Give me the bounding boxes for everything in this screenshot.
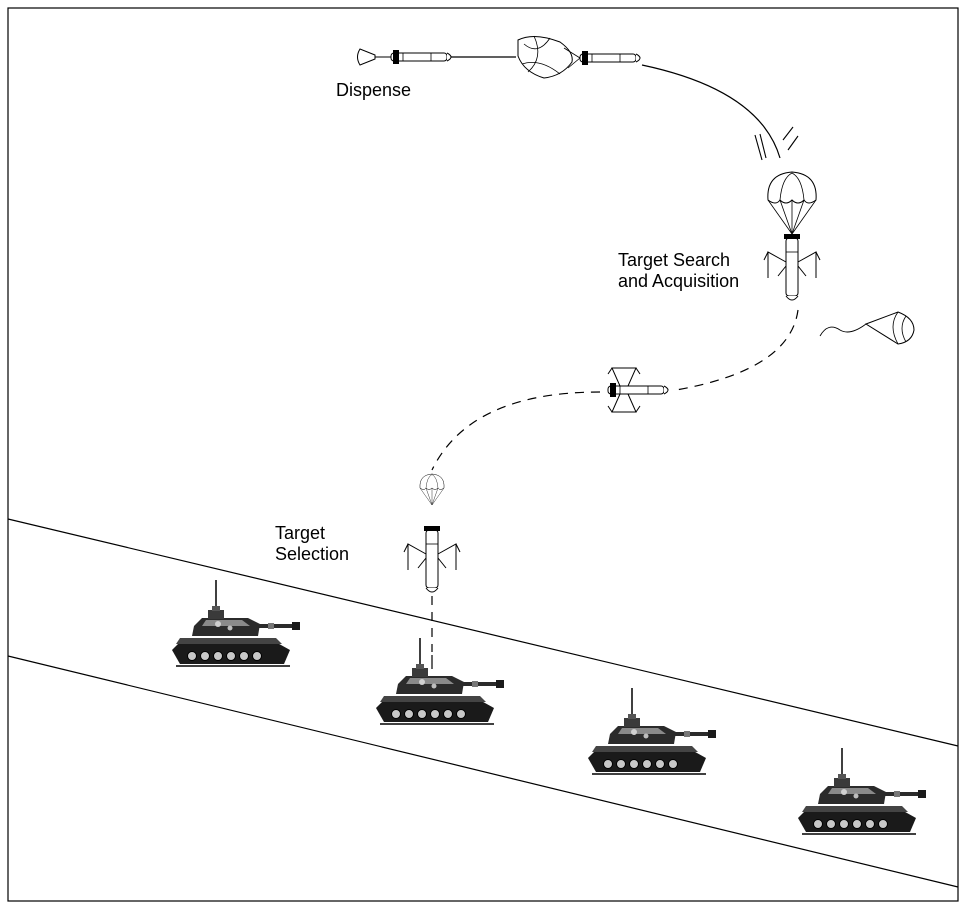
label-dispense: Dispense <box>336 80 412 100</box>
debris-icon <box>754 126 799 161</box>
trajectory-dashed <box>431 309 799 471</box>
label-target-search: Target Search and Acquisition <box>618 250 740 291</box>
ejected-parachute-icon <box>819 311 915 345</box>
road-edge-top <box>7 518 959 747</box>
trajectory-solid <box>450 56 781 159</box>
label-target-selection: Target Selection <box>275 523 350 564</box>
diagram-frame <box>7 7 959 902</box>
road-edge-bottom <box>7 655 959 888</box>
submunition-icon <box>607 367 669 413</box>
parachute-icon <box>517 35 581 79</box>
submunition-icon <box>357 48 452 66</box>
